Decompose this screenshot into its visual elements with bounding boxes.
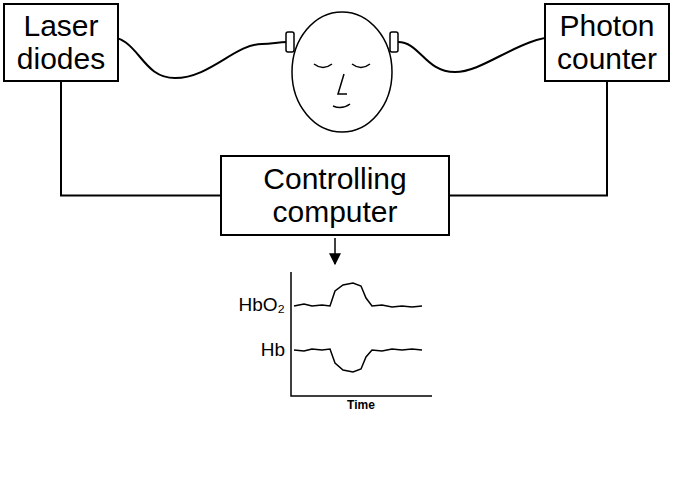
optical-cable <box>398 36 562 72</box>
optode <box>286 32 294 52</box>
box-label: Controlling computer <box>230 163 440 228</box>
optical-cable <box>105 36 287 78</box>
eye <box>314 64 332 68</box>
eye <box>352 64 370 68</box>
optode <box>390 32 398 52</box>
box-label: Photon counter <box>551 10 663 75</box>
cable-connector <box>450 82 607 196</box>
hbo2-trace <box>294 283 422 307</box>
cable-connector <box>61 82 220 196</box>
process-box: Controlling computer <box>220 155 450 236</box>
mouth <box>333 104 350 108</box>
output-arrow <box>334 238 336 264</box>
head <box>292 12 392 132</box>
axis-label: Time <box>347 399 375 412</box>
signal-label: HbO₂ <box>239 295 285 316</box>
nose <box>338 74 347 94</box>
signal-label: Hb <box>261 340 285 361</box>
process-box: Photon counter <box>544 3 670 82</box>
box-label: Laser diodes <box>11 10 111 75</box>
process-box: Laser diodes <box>3 3 119 82</box>
graph-axes <box>291 272 432 396</box>
hb-trace <box>294 349 422 372</box>
